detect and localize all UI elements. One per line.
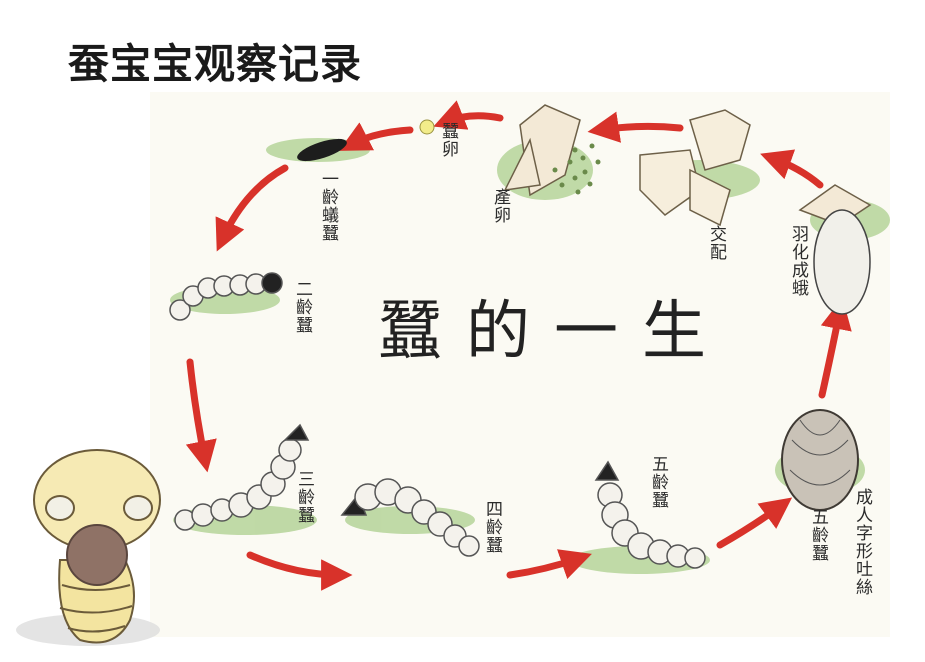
stage-label-third-instar: 三齡蠶: [294, 470, 314, 524]
stage-label-first-instar: 一齡蟻蠶: [318, 170, 338, 242]
stage-label-egg: 蠶卵: [438, 122, 458, 158]
silkworm-mascot: [16, 449, 161, 646]
diagram-center-title: 蠶的一生: [378, 295, 730, 369]
stage-label-moth: 羽化成蛾: [788, 225, 808, 297]
first-instar-illustration: [297, 138, 347, 162]
page-title: 蚕宝宝观察记录: [68, 40, 362, 88]
stage-label-fifth-instar-spinning: 五齡蠶: [808, 508, 828, 562]
fifth-instar-illustration: [594, 460, 706, 569]
fourth-instar-illustration: [340, 478, 480, 557]
stage-label-second-instar: 二齡蠶: [292, 280, 312, 334]
second-instar-illustration: [169, 272, 283, 321]
moth-emerging-illustration: [798, 184, 872, 315]
mating-moths-illustration: [639, 109, 751, 227]
stage-label-fifth-instar: 五齡蠶: [648, 455, 668, 509]
cocoon-illustration: [781, 409, 859, 511]
stage-label-cocoon: 成人字形吐絲: [852, 488, 872, 596]
egg-illustration: [419, 119, 435, 135]
stage-label-fourth-instar: 四齡蠶: [482, 500, 502, 554]
stage-label-lay-eggs: 產卵: [490, 188, 510, 224]
moth-laying-eggs-illustration: [503, 104, 601, 197]
stage-label-mating: 交配: [706, 225, 726, 261]
third-instar-illustration: [174, 423, 310, 531]
cycle-arrows: [185, 100, 852, 591]
